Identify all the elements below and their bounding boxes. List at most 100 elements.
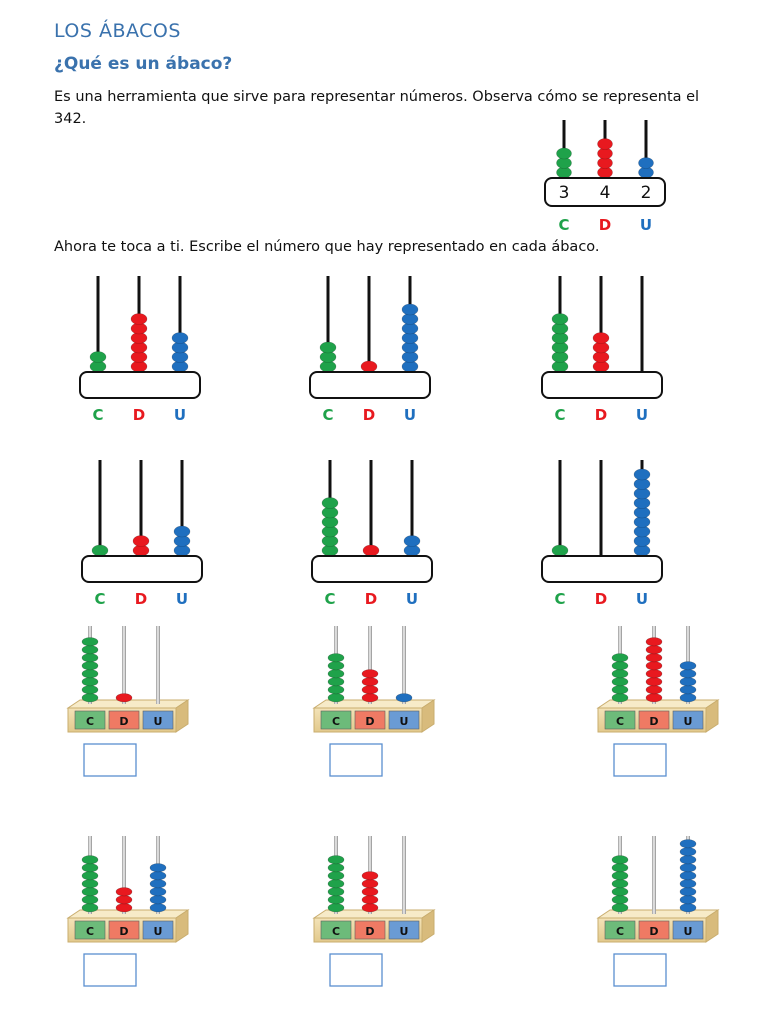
abacus-bead — [327, 669, 345, 679]
abacus-bead — [395, 693, 413, 703]
abacus-bead — [645, 645, 663, 655]
place-label-c: C — [324, 590, 335, 608]
abacus-bead — [645, 653, 663, 663]
abacus-bead — [611, 879, 629, 889]
abacus-bead — [679, 685, 697, 695]
abacus-bead — [171, 332, 189, 344]
abacus-bead — [149, 895, 167, 905]
abacus-bead — [327, 895, 345, 905]
abacus-bead — [81, 863, 99, 873]
abacus-bead — [645, 669, 663, 679]
abacus-bead — [327, 871, 345, 881]
place-tile — [604, 710, 636, 730]
abacus-bead — [115, 903, 133, 913]
abacus-bead — [611, 887, 629, 897]
abacus-bead — [638, 157, 654, 169]
abacus-bead — [173, 525, 191, 538]
abacus-bead — [81, 903, 99, 913]
abacus-bead — [362, 544, 380, 557]
answer-box — [329, 743, 383, 777]
abacus-bead — [679, 855, 697, 865]
abacus-rod — [652, 836, 656, 914]
place-tile — [320, 710, 352, 730]
place-tile — [142, 710, 174, 730]
example-digit: 4 — [600, 183, 611, 203]
abacus-bead — [679, 661, 697, 671]
place-label-u: U — [154, 925, 163, 938]
abacus-bead — [611, 903, 629, 913]
abacus-bead — [149, 879, 167, 889]
abacus-bead — [645, 693, 663, 703]
abacus-bead — [551, 313, 569, 325]
abacus-bead — [597, 138, 613, 150]
abacus-bead — [361, 693, 379, 703]
place-label-u: U — [176, 590, 188, 608]
place-label-u: U — [154, 715, 163, 728]
abacus-bead — [327, 879, 345, 889]
place-label-c: C — [616, 925, 624, 938]
place-tile — [320, 920, 352, 940]
abacus-bead — [81, 685, 99, 695]
abacus-bead — [81, 661, 99, 671]
place-tile — [672, 920, 704, 940]
place-label-c: C — [332, 925, 340, 938]
abacus-bead — [361, 685, 379, 695]
abacus-bead — [611, 685, 629, 695]
place-label-u: U — [400, 715, 409, 728]
abacus-bead — [611, 653, 629, 663]
abacus-bead — [645, 661, 663, 671]
abacus-bead — [611, 895, 629, 905]
answer-box — [613, 743, 667, 777]
abacus-bead — [81, 653, 99, 663]
abacus-bead — [592, 332, 610, 344]
abacus-bead — [679, 895, 697, 905]
place-label-c: C — [332, 715, 340, 728]
answer-frame — [309, 371, 431, 399]
abacus-rod — [402, 626, 406, 704]
section-subtitle: ¿Qué es un ábaco? — [54, 54, 233, 74]
abacus-bead — [679, 669, 697, 679]
place-label-d: D — [133, 406, 145, 424]
abacus-bead — [679, 693, 697, 703]
abacus-bead — [611, 693, 629, 703]
place-label-u: U — [640, 216, 652, 234]
intro-paragraph: Es una herramienta que sirve para repres… — [54, 89, 700, 127]
abacus-bead — [327, 677, 345, 687]
abacus-bead — [321, 497, 339, 509]
abacus-bead — [81, 637, 99, 647]
abacus-bead — [115, 887, 133, 897]
abacus-rod — [122, 836, 126, 914]
abacus-bead — [132, 535, 150, 547]
answer-box — [83, 953, 137, 987]
abacus-bead — [327, 855, 345, 865]
place-tile — [74, 710, 106, 730]
place-tile — [638, 710, 670, 730]
place-label-u: U — [400, 925, 409, 938]
abacus-bead — [679, 863, 697, 873]
place-label-c: C — [94, 590, 105, 608]
answer-frame — [79, 371, 201, 399]
abacus-rod — [156, 626, 160, 704]
place-tile — [142, 920, 174, 940]
answer-frame — [541, 555, 663, 583]
abacus-bead — [361, 871, 379, 881]
place-tile — [74, 920, 106, 940]
abacus-bead — [327, 887, 345, 897]
answer-box — [613, 953, 667, 987]
abacus-bead — [679, 871, 697, 881]
place-label-c: C — [86, 925, 94, 938]
abacus-bead — [679, 879, 697, 889]
abacus-bead — [89, 351, 107, 363]
abacus-bead — [679, 847, 697, 857]
place-label-c: C — [322, 406, 333, 424]
abacus-bead — [81, 887, 99, 897]
abacus-bead — [327, 685, 345, 695]
abacus-bead — [130, 313, 148, 325]
abacus-bead — [611, 669, 629, 679]
